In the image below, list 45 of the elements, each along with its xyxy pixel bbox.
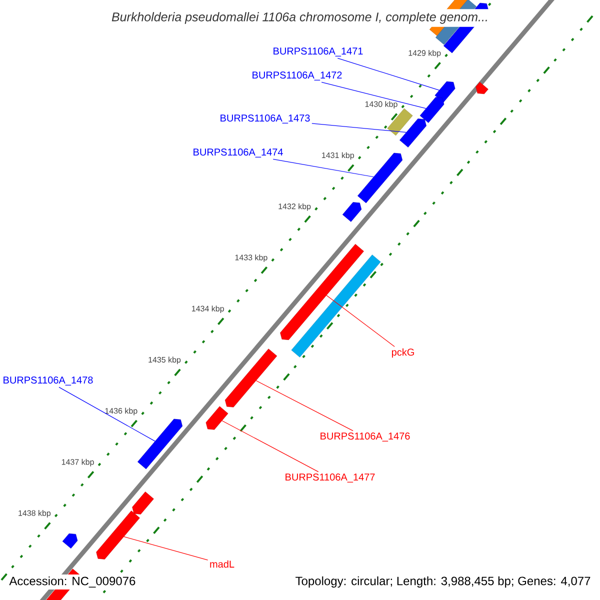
gene-label: BURPS1106A_1471: [274, 48, 363, 56]
gene-segment: [342, 202, 362, 222]
info-text: Accession: NC_009076: [7, 574, 138, 590]
leader-line: [256, 380, 354, 432]
map-title: Burkholderia pseudomallei 1106a chromosome I, complete genom...: [108, 9, 492, 27]
gene-segment: [138, 418, 182, 470]
leader-line: [124, 536, 208, 560]
gene-segment: [291, 254, 381, 358]
tick-label: 1430 kbp: [365, 101, 398, 109]
tick-label: 1433 kbp: [235, 254, 268, 262]
gene-segment: [400, 118, 426, 148]
leader-line: [321, 82, 426, 109]
leader-line: [312, 123, 406, 133]
gene-segment: [476, 82, 488, 94]
leader-line: [326, 295, 395, 347]
leader-line: [272, 158, 374, 178]
gene-label: BURPS1106A_1474: [194, 148, 283, 158]
gene-segment: [280, 244, 364, 340]
gene-label: BURPS1106A_1476: [320, 432, 410, 442]
gene-label: BURPS1106A_1473: [220, 114, 310, 124]
gene-segment: [387, 108, 413, 136]
leader-line: [337, 58, 440, 90]
gene-label: BURPS1106A_1477: [286, 474, 375, 482]
tick-label: 1429 kbp: [408, 50, 441, 58]
gene-segment: [62, 533, 78, 549]
gene-segment: [420, 97, 444, 123]
leader-line: [222, 420, 319, 472]
info-text: Topology: circular; Length: 3,988,455 bp; Genes: 4,077: [293, 574, 593, 590]
gene-segment: [224, 348, 278, 408]
tick-label: 1434 kbp: [192, 306, 224, 314]
gene-label: madL: [210, 560, 234, 568]
leader-line: [58, 386, 156, 442]
gene-segment: [206, 406, 228, 430]
gene-label: pckG: [392, 348, 414, 358]
gene-segment: [132, 492, 154, 514]
gene-segment: [434, 81, 456, 103]
gene-label: BURPS1106A_1472: [252, 72, 342, 80]
tick-label: 1438 kbp: [18, 510, 51, 518]
gene-segment: [358, 152, 402, 204]
tick-label: 1432 kbp: [278, 203, 311, 211]
tick-label: 1437 kbp: [62, 458, 94, 466]
tick-label: 1436 kbp: [105, 408, 138, 416]
gene-label: BURPS1106A_1478: [4, 376, 93, 386]
gene-segment: [96, 510, 140, 560]
tick-label: 1435 kbp: [148, 356, 181, 364]
